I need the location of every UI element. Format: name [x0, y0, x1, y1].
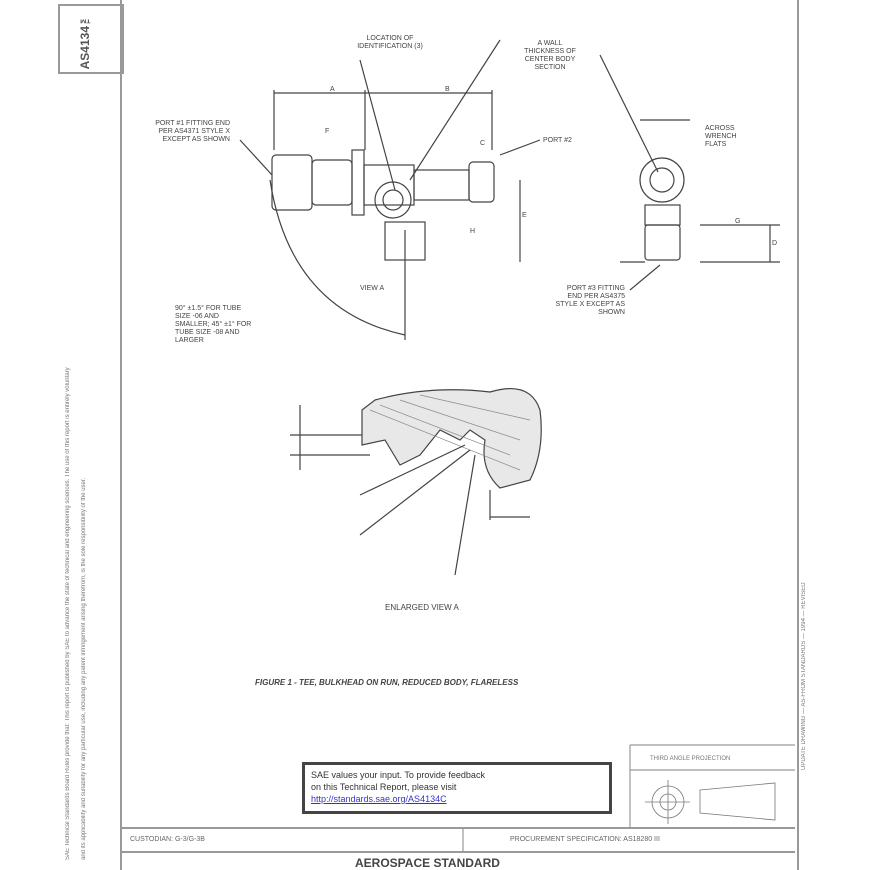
drawing-frame — [120, 0, 799, 870]
dim-f: F — [325, 128, 330, 135]
dim-b: B — [445, 86, 450, 93]
custodian: CUSTODIAN: G-3/G-3B — [130, 836, 205, 843]
document-id-box: AS4134™ — [58, 4, 124, 74]
tee-fitting-side-view — [599, 54, 780, 291]
dim-h: H — [470, 228, 476, 235]
tee-fitting-front-view — [239, 39, 541, 340]
enlarged-view-a — [290, 388, 542, 576]
label-view-a: VIEW A — [360, 285, 385, 292]
label-angle: 90° ±1.5° FOR TUBE SIZE -06 AND SMALLER;… — [175, 305, 252, 344]
label-enlarged-view: ENLARGED VIEW A — [385, 603, 459, 612]
figure-caption: FIGURE 1 - TEE, BULKHEAD ON RUN, REDUCED… — [255, 678, 519, 687]
label-port1: PORT #1 FITTING END PER AS4371 STYLE X E… — [155, 120, 230, 143]
feedback-line-2: on this Technical Report, please visit — [311, 782, 457, 792]
label-location-id: LOCATION OF IDENTIFICATION (3) — [357, 35, 423, 50]
feedback-line-1: SAE values your input. To provide feedba… — [311, 770, 485, 780]
label-port2: PORT #2 — [543, 137, 572, 144]
projection-label: THIRD ANGLE PROJECTION — [650, 756, 731, 762]
dim-c: C — [480, 140, 486, 147]
dim-g: G — [735, 218, 741, 225]
dim-a: A — [330, 86, 335, 93]
doc-title: AEROSPACE STANDARD — [355, 856, 500, 870]
feedback-link[interactable]: http://standards.sae.org/AS4134C — [311, 794, 447, 804]
dim-d: D — [772, 240, 778, 247]
feedback-box: SAE values your input. To provide feedba… — [302, 762, 612, 814]
projection-symbol — [645, 780, 776, 824]
dim-e: E — [522, 212, 527, 219]
label-wrench: ACROSS WRENCH FLATS — [705, 125, 737, 148]
label-port3: PORT #3 FITTING END PER AS4375 STYLE X E… — [555, 285, 625, 316]
label-wall: A WALL THICKNESS OF CENTER BODY SECTION — [524, 40, 576, 71]
procurement-spec: PROCUREMENT SPECIFICATION: AS18280 III — [510, 836, 660, 843]
